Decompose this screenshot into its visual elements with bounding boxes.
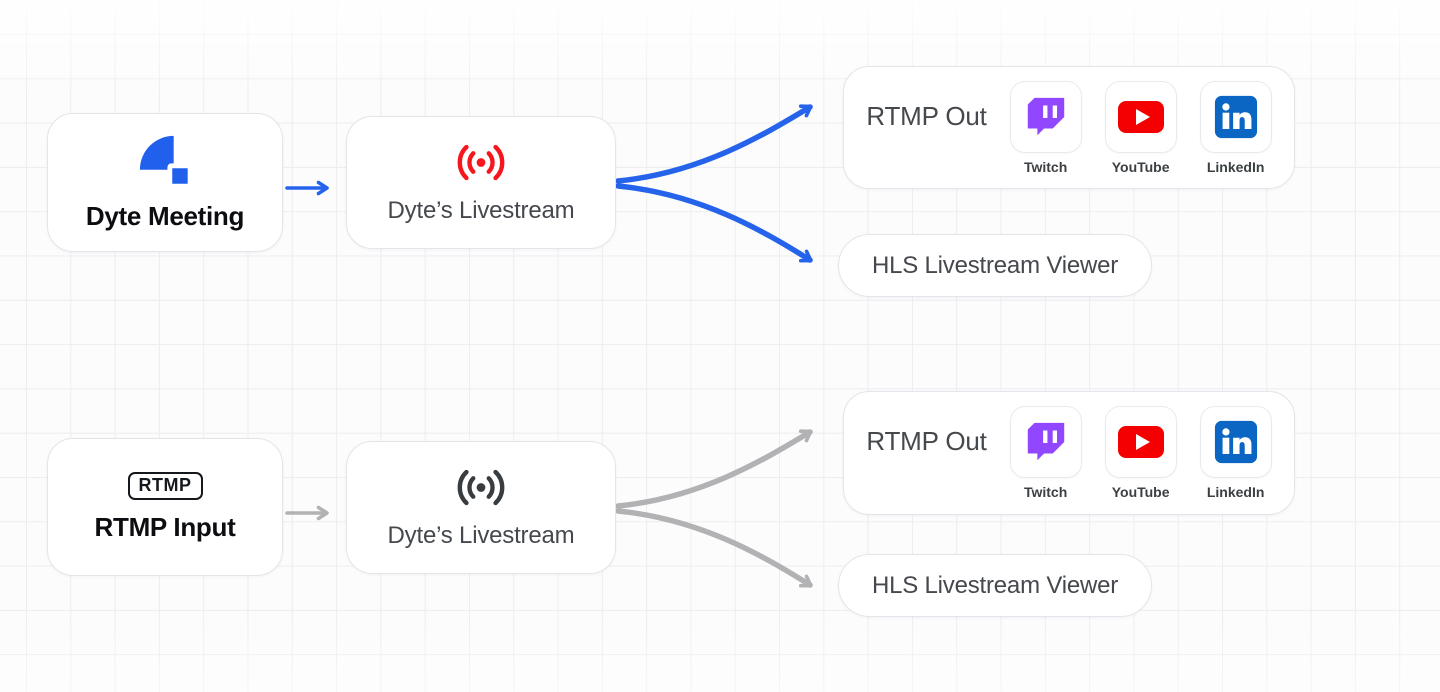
twitch-label: Twitch xyxy=(1023,158,1068,175)
arrow-livestream-to-rtmp-out-top xyxy=(615,104,813,184)
arrow-livestream-to-rtmp-out-bottom xyxy=(615,429,813,509)
hls-viewer-title: HLS Livestream Viewer xyxy=(871,571,1119,599)
node-livestream-bottom: Dyte’s Livestream xyxy=(346,441,616,574)
destination-twitch: Twitch xyxy=(1009,406,1082,500)
linkedin-label: LinkedIn xyxy=(1206,158,1265,175)
arrow-livestream-to-hls-top xyxy=(615,183,813,263)
linkedin-card xyxy=(1199,80,1272,153)
destination-twitch: Twitch xyxy=(1009,80,1082,175)
livestream-title: Dyte’s Livestream xyxy=(387,521,575,549)
twitch-label: Twitch xyxy=(1023,484,1068,500)
node-rtmp-input: RTMP RTMP Input xyxy=(47,438,283,576)
node-dyte-meeting: Dyte Meeting xyxy=(47,113,283,252)
destination-linkedin: LinkedIn xyxy=(1199,80,1272,175)
rtmp-out-title: RTMP Out xyxy=(866,426,987,456)
node-livestream-top: Dyte’s Livestream xyxy=(346,116,616,249)
rtmp-input-title: RTMP Input xyxy=(94,511,236,542)
youtube-icon xyxy=(1117,100,1164,133)
livestream-title: Dyte’s Livestream xyxy=(387,196,575,224)
youtube-label: YouTube xyxy=(1111,158,1170,175)
linkedin-icon xyxy=(1214,420,1257,464)
youtube-card xyxy=(1104,80,1177,153)
linkedin-label: LinkedIn xyxy=(1206,484,1265,500)
node-hls-viewer-top: HLS Livestream Viewer xyxy=(838,234,1152,297)
youtube-card xyxy=(1104,406,1177,478)
live-broadcast-icon xyxy=(457,144,505,180)
destination-youtube: YouTube xyxy=(1104,80,1177,175)
youtube-icon xyxy=(1117,426,1164,458)
dyte-meeting-title: Dyte Meeting xyxy=(85,201,245,231)
rtmp-badge-icon: RTMP xyxy=(127,471,203,500)
youtube-label: YouTube xyxy=(1111,484,1170,500)
twitch-icon xyxy=(1027,422,1064,461)
linkedin-icon xyxy=(1214,95,1257,138)
node-rtmp-out-bottom: RTMP Out Twitch YouTube xyxy=(843,391,1295,515)
linkedin-card xyxy=(1199,406,1272,478)
arrow-livestream-to-hls-bottom xyxy=(615,508,813,588)
live-broadcast-icon-gray xyxy=(457,469,505,505)
node-rtmp-out-top: RTMP Out Twitch YouTube xyxy=(843,66,1295,189)
rtmp-out-title: RTMP Out xyxy=(866,100,987,131)
twitch-card xyxy=(1009,80,1082,153)
destination-youtube: YouTube xyxy=(1104,406,1177,500)
twitch-icon xyxy=(1027,97,1064,135)
hls-viewer-title: HLS Livestream Viewer xyxy=(871,251,1119,279)
destination-linkedin: LinkedIn xyxy=(1199,406,1272,500)
twitch-card xyxy=(1009,406,1082,478)
dyte-logo-icon xyxy=(139,135,193,189)
node-hls-viewer-bottom: HLS Livestream Viewer xyxy=(838,554,1152,617)
